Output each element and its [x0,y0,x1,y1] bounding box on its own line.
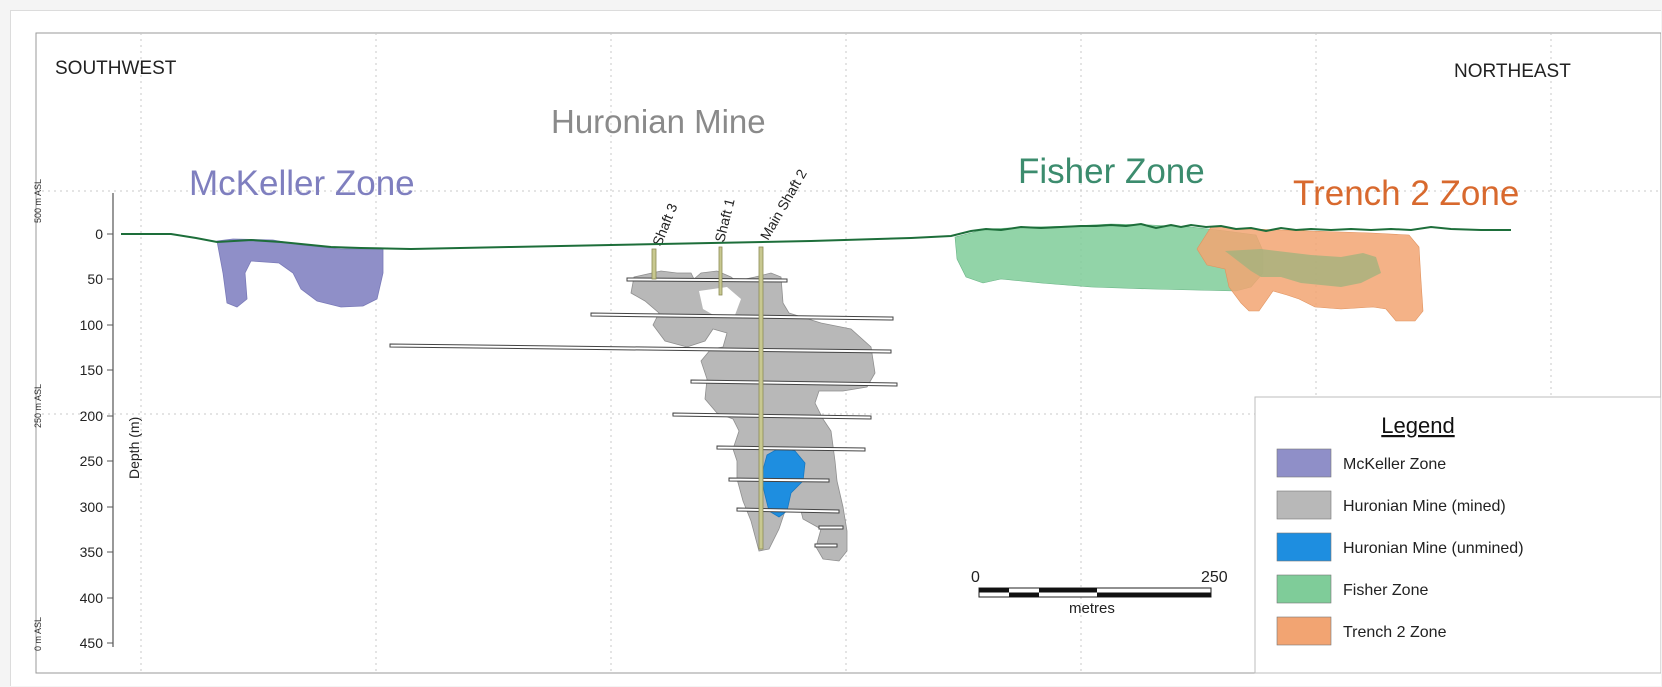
legend-item-huronian-mined: Huronian Mine (mined) [1276,490,1506,520]
legend-item-mckeller: McKeller Zone [1276,448,1446,478]
mckeller-zone-title: McKeller Zone [189,164,415,203]
legend-label: McKeller Zone [1343,456,1446,473]
depth-tick-250: 250 [80,453,104,469]
legend-item-fisher: Fisher Zone [1276,574,1428,604]
legend-title: Legend [1381,413,1454,438]
legend-swatch [1276,448,1332,478]
shaft-1-label: Shaft 1 [711,197,737,244]
legend-item-trench2: Trench 2 Zone [1276,616,1447,646]
scale-bar-max: 250 [1201,569,1228,586]
shaft-3-label: Shaft 3 [649,201,681,248]
elevation-tick-250: 250 m ASL [33,384,43,428]
southwest-label: SOUTHWEST [55,58,177,79]
elevation-tick-500: 500 m ASL [33,179,43,223]
legend-label: Trench 2 Zone [1343,624,1447,641]
legend-swatch [1276,574,1332,604]
depth-tick-450: 450 [80,635,104,651]
legend: Legend McKeller Zone Huronian Mine (mine… [1254,396,1661,674]
legend-label: Fisher Zone [1343,582,1428,599]
legend-item-huronian-unmined: Huronian Mine (unmined) [1276,532,1524,562]
elevation-tick-0: 0 m ASL [33,617,43,651]
depth-axis: 0 50 100 150 200 250 300 350 400 450 Dep… [80,193,142,651]
fisher-zone-title: Fisher Zone [1018,152,1205,191]
depth-tick-100: 100 [80,317,104,333]
mine-levels [389,277,898,548]
trench2-zone-title: Trench 2 Zone [1293,174,1519,213]
northeast-label: NORTHEAST [1454,61,1571,82]
shaft-3-line [651,248,657,280]
scale-bar-unit: metres [1069,600,1115,617]
surface-topography-line [121,222,1511,251]
depth-tick-50: 50 [87,271,103,287]
depth-tick-200: 200 [80,408,104,424]
depth-tick-350: 350 [80,544,104,560]
cross-section-diagram: SOUTHWEST NORTHEAST Huronian Mine McKell… [33,32,1661,674]
depth-tick-400: 400 [80,590,104,606]
mine-void [699,287,741,317]
depth-tick-150: 150 [80,362,104,378]
scale-bar: 0 250 metres [971,569,1228,617]
mckeller-zone-body [216,238,384,308]
scale-bar-min: 0 [971,569,980,586]
cross-section-frame: SOUTHWEST NORTHEAST Huronian Mine McKell… [10,10,1661,686]
depth-axis-label: Depth (m) [126,417,142,479]
depth-tick-300: 300 [80,499,104,515]
legend-label: Huronian Mine (mined) [1343,498,1506,515]
main-shaft-2-label: Main Shaft 2 [757,166,810,242]
main-shaft-2-line [758,246,764,550]
map-border [35,32,1661,674]
legend-label: Huronian Mine (unmined) [1343,540,1524,557]
legend-swatch [1276,490,1332,520]
shaft-1-line [718,246,723,296]
huronian-mine-title: Huronian Mine [551,103,766,140]
legend-swatch [1276,532,1332,562]
trench2-inner-overlap [1225,249,1381,287]
depth-tick-0: 0 [95,226,103,242]
legend-swatch [1276,616,1332,646]
